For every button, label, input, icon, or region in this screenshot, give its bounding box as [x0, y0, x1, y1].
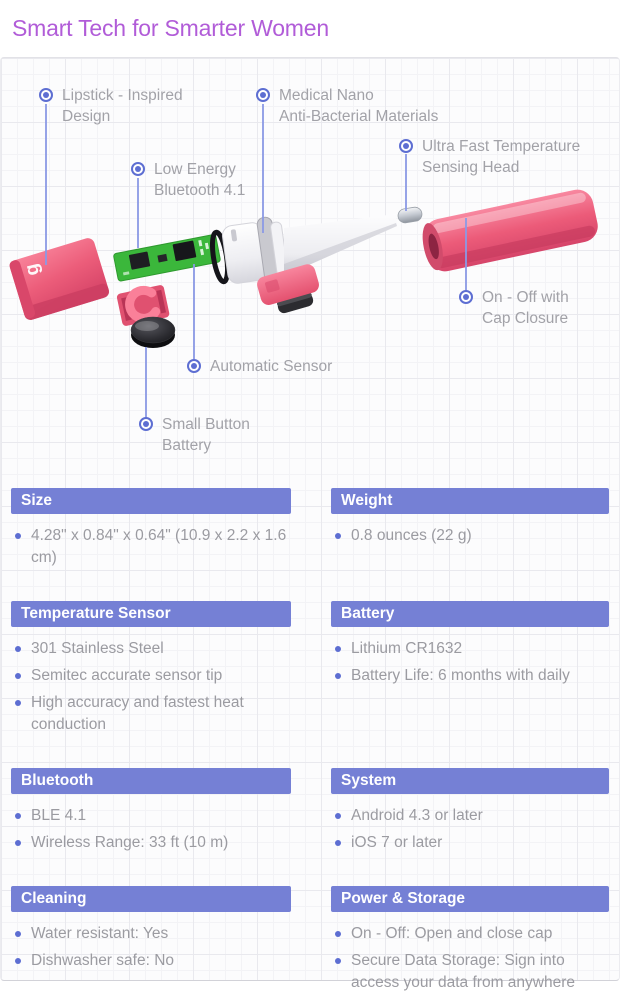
spec-item: 4.28" x 0.84" x 0.64" (10.9 x 2.2 x 1.6 …: [11, 525, 291, 569]
spec-item: Battery Life: 6 months with daily: [331, 665, 609, 687]
spec-header-size: Size: [11, 488, 291, 514]
callout-lipstick-design: Lipstick - Inspired Design: [39, 85, 183, 127]
callout-medical-materials: Medical Nano Anti-Bacterial Materials: [256, 85, 438, 127]
spec-item: Wireless Range: 33 ft (10 m): [11, 832, 291, 854]
circuit-board: [113, 234, 221, 282]
spec-header-weight: Weight: [331, 488, 609, 514]
pink-tube-cover: [422, 189, 598, 272]
callout-dot-icon: [39, 88, 53, 102]
callout-dot-icon: [131, 162, 145, 176]
leader-line-lipstick: [45, 104, 47, 265]
spec-section-weight: Weight 0.8 ounces (22 g): [331, 488, 609, 552]
leader-line-battery: [145, 347, 147, 418]
callout-dot-icon: [256, 88, 270, 102]
spec-list-system: Android 4.3 or later iOS 7 or later: [331, 805, 609, 854]
callout-low-energy-bluetooth: Low Energy Bluetooth 4.1: [131, 159, 245, 201]
probe-body: [221, 214, 397, 286]
spec-item: Lithium CR1632: [331, 638, 609, 660]
spec-grid: Size 4.28" x 0.84" x 0.64" (10.9 x 2.2 x…: [11, 488, 609, 999]
spec-section-size: Size 4.28" x 0.84" x 0.64" (10.9 x 2.2 x…: [11, 488, 291, 574]
leader-line-medical: [262, 104, 264, 233]
callout-on-off-cap: On - Off with Cap Closure: [459, 287, 569, 329]
spec-header-power-storage: Power & Storage: [331, 886, 609, 912]
spec-header-temperature-sensor: Temperature Sensor: [11, 601, 291, 627]
spec-header-system: System: [331, 768, 609, 794]
spec-item: BLE 4.1: [11, 805, 291, 827]
usb-connector: [257, 264, 319, 314]
spec-item: On - Off: Open and close cap: [331, 923, 609, 945]
coin-battery: [130, 316, 176, 348]
spec-section-system: System Android 4.3 or later iOS 7 or late…: [331, 768, 609, 859]
spec-header-cleaning: Cleaning: [11, 886, 291, 912]
spec-list-weight: 0.8 ounces (22 g): [331, 525, 609, 547]
leader-line-on-off: [465, 218, 467, 291]
spec-item: Android 4.3 or later: [331, 805, 609, 827]
spec-header-bluetooth: Bluetooth: [11, 768, 291, 794]
device-illustration: g: [9, 189, 598, 348]
leader-line-automatic: [193, 264, 195, 359]
infographic-card: g: [0, 57, 620, 991]
spec-item: Water resistant: Yes: [11, 923, 291, 945]
spec-section-power-storage: Power & Storage On - Off: Open and close…: [331, 886, 609, 999]
spec-item: 0.8 ounces (22 g): [331, 525, 609, 547]
callout-dot-icon: [459, 290, 473, 304]
pink-cap: g: [9, 238, 110, 320]
callout-label: Automatic Sensor: [210, 358, 333, 375]
callout-dot-icon: [399, 139, 413, 153]
spec-header-battery: Battery: [331, 601, 609, 627]
callout-label: Low Energy Bluetooth 4.1: [154, 161, 246, 199]
spec-item: Semitec accurate sensor tip: [11, 665, 291, 687]
callout-automatic-sensor: Automatic Sensor: [187, 356, 332, 377]
callout-dot-icon: [139, 417, 153, 431]
spec-item: 301 Stainless Steel: [11, 638, 291, 660]
callout-label: On - Off with Cap Closure: [482, 289, 569, 327]
exploded-device-diagram: g: [1, 58, 620, 488]
spec-item: High accuracy and fastest heat conductio…: [11, 692, 291, 736]
callout-small-battery: Small Button Battery: [139, 414, 250, 456]
callout-label: Small Button Battery: [162, 416, 250, 454]
callout-dot-icon: [187, 359, 201, 373]
callout-label: Ultra Fast Temperature Sensing Head: [422, 138, 581, 176]
callout-label: Lipstick - Inspired Design: [62, 87, 183, 125]
page-title: Smart Tech for Smarter Women: [12, 15, 329, 41]
leader-line-ultra-fast: [405, 154, 407, 211]
svg-text:g: g: [21, 262, 44, 278]
metal-tip: [397, 206, 423, 224]
callout-ultra-fast-head: Ultra Fast Temperature Sensing Head: [399, 136, 580, 178]
leader-line-low-energy: [137, 178, 139, 248]
title-band: Smart Tech for Smarter Women: [0, 0, 620, 57]
spec-item: iOS 7 or later: [331, 832, 609, 854]
spec-list-size: 4.28" x 0.84" x 0.64" (10.9 x 2.2 x 1.6 …: [11, 525, 291, 569]
spec-item: Dishwasher safe: No: [11, 950, 291, 972]
callout-label: Medical Nano Anti-Bacterial Materials: [279, 87, 439, 125]
spec-item: Secure Data Storage: Sign into access yo…: [331, 950, 609, 994]
